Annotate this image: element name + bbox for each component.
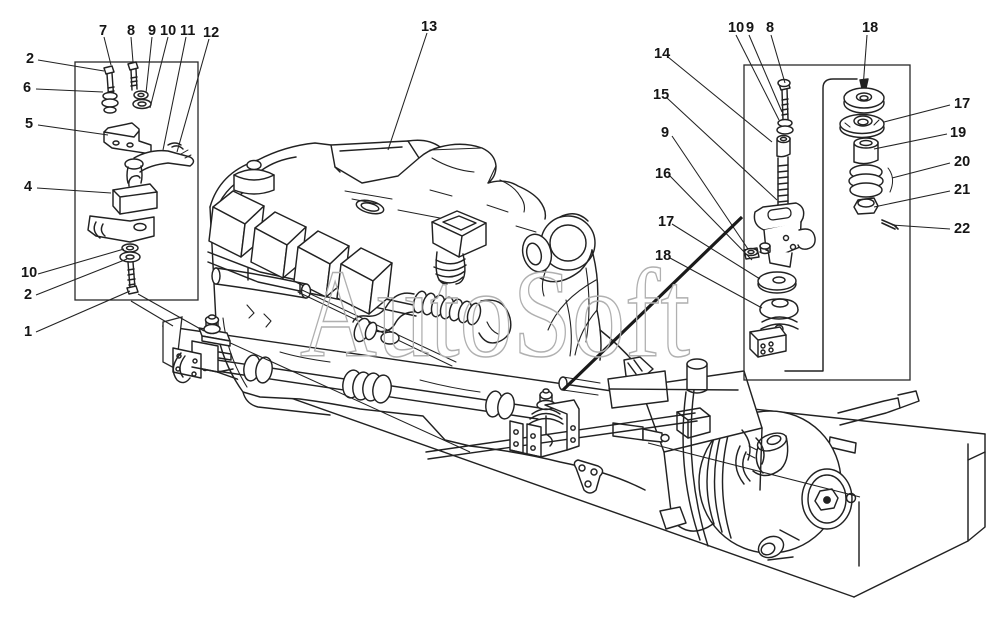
svg-text:8: 8 <box>127 23 135 39</box>
svg-text:17: 17 <box>954 96 970 112</box>
svg-text:2: 2 <box>26 51 34 67</box>
svg-text:19: 19 <box>950 125 966 141</box>
svg-text:22: 22 <box>954 221 970 237</box>
svg-text:AutoSoft: AutoSoft <box>300 245 690 384</box>
svg-text:16: 16 <box>655 166 671 182</box>
svg-text:17: 17 <box>658 214 674 230</box>
svg-text:12: 12 <box>203 25 219 41</box>
svg-text:14: 14 <box>654 46 670 62</box>
svg-text:10: 10 <box>21 265 37 281</box>
svg-text:21: 21 <box>954 182 970 198</box>
svg-text:10: 10 <box>160 23 176 39</box>
svg-text:4: 4 <box>24 179 32 195</box>
svg-text:7: 7 <box>99 23 107 39</box>
svg-text:20: 20 <box>954 154 970 170</box>
svg-text:11: 11 <box>180 23 195 39</box>
svg-text:10: 10 <box>728 20 744 36</box>
svg-text:6: 6 <box>23 80 31 96</box>
svg-text:8: 8 <box>766 20 774 36</box>
svg-text:15: 15 <box>653 87 669 103</box>
svg-text:18: 18 <box>655 248 671 264</box>
svg-text:9: 9 <box>746 20 754 36</box>
svg-text:5: 5 <box>25 116 33 132</box>
svg-text:1: 1 <box>24 324 32 340</box>
svg-text:18: 18 <box>862 20 878 36</box>
svg-text:9: 9 <box>661 125 669 141</box>
svg-text:2: 2 <box>24 287 32 303</box>
svg-text:9: 9 <box>148 23 156 39</box>
svg-text:13: 13 <box>421 19 437 35</box>
